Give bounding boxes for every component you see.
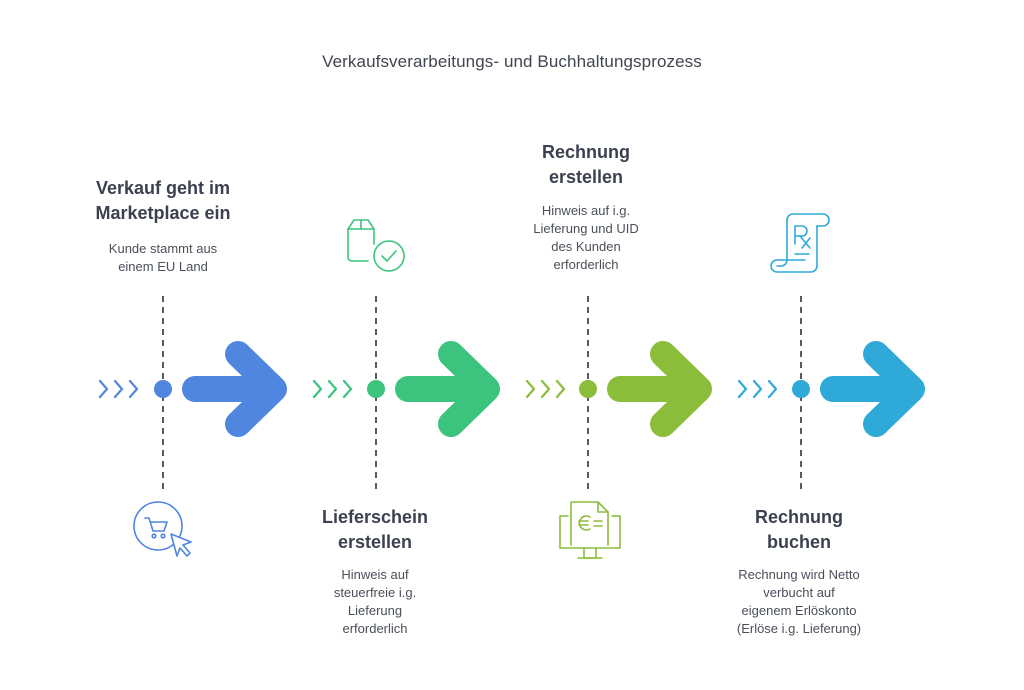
diagram-title: Verkaufsverarbeitungs- und Buchhaltungsp… <box>322 52 702 71</box>
step-3-desc-line4: erforderlich <box>553 257 619 272</box>
step-2-title-line1: Lieferschein <box>321 507 429 527</box>
step-2-desc-line1: Hinweis auf <box>341 567 409 582</box>
step-3-title-line1: Rechnung <box>542 142 630 162</box>
step-3-flow <box>525 296 712 559</box>
step-1-title-line2: Marketplace ein <box>95 203 231 223</box>
step-2-title: Lieferschein erstellen <box>270 505 480 555</box>
step-1-arrow-icon <box>182 341 287 437</box>
step-4-desc-line3: eigenem Erlöskonto <box>741 603 857 618</box>
step-1-chevrons-icon <box>98 379 139 399</box>
step-2-title-line2: erstellen <box>337 532 413 552</box>
step-4-desc-line4: (Erlöse i.g. Lieferung) <box>736 621 862 636</box>
step-1-flow <box>98 296 287 557</box>
step-4-desc-line2: verbucht auf <box>763 585 835 600</box>
package-check-icon <box>347 219 405 272</box>
step-3-chevrons-icon <box>525 379 566 399</box>
step-3-title-line2: erstellen <box>548 167 624 187</box>
step-2-node <box>367 380 385 398</box>
step-2-description: Hinweis auf steuerfreie i.g. Lieferung e… <box>280 566 470 638</box>
step-3-title: Rechnung erstellen <box>481 140 691 190</box>
step-2-desc-line3: Lieferung <box>347 603 403 618</box>
step-2-arrow-icon <box>395 341 500 437</box>
step-4-arrow-icon <box>820 341 925 437</box>
shopping-cart-cursor-icon <box>133 501 192 557</box>
euro-invoice-monitor-icon <box>559 501 621 559</box>
step-3-description: Hinweis auf i.g. Lieferung und UID des K… <box>491 202 681 274</box>
step-1-desc-line1: Kunde stammt aus <box>108 241 218 256</box>
step-1-title-line1: Verkauf geht im <box>95 178 231 198</box>
step-2-chevrons-icon <box>312 379 353 399</box>
step-3-desc-line2: Lieferung und UID <box>533 221 639 236</box>
step-4-title-line2: buchen <box>766 532 831 552</box>
receipt-scroll-icon <box>770 213 830 273</box>
step-2-desc-line4: erforderlich <box>342 621 408 636</box>
step-4-description: Rechnung wird Netto verbucht auf eigenem… <box>704 566 894 638</box>
step-2-desc-line2: steuerfreie i.g. <box>333 585 417 600</box>
step-4-title-line1: Rechnung <box>755 507 843 527</box>
step-4-flow <box>737 213 925 492</box>
step-4-title: Rechnung buchen <box>694 505 904 555</box>
step-4-desc-line1: Rechnung wird Netto <box>738 567 860 582</box>
step-1-desc-line2: einem EU Land <box>118 259 208 274</box>
step-4-chevrons-icon <box>737 379 778 399</box>
step-3-desc-line3: des Kunden <box>551 239 621 254</box>
step-3-arrow-icon <box>607 341 712 437</box>
step-3-node <box>579 380 597 398</box>
step-4-node <box>792 380 810 398</box>
step-1-node <box>154 380 172 398</box>
step-2-flow <box>312 219 500 492</box>
step-3-desc-line1: Hinweis auf i.g. <box>541 203 631 218</box>
step-1-description: Kunde stammt aus einem EU Land <box>68 240 258 276</box>
step-1-title: Verkauf geht im Marketplace ein <box>58 176 268 226</box>
